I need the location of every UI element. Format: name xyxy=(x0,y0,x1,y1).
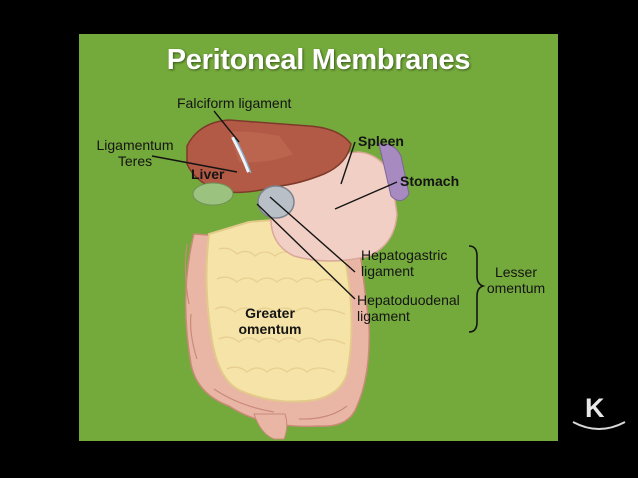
slide-title: Peritoneal Membranes xyxy=(166,44,471,76)
label-lesser-omentum: Lesser omentum xyxy=(486,264,546,296)
label-hepatogastric-ligament: Hepatogastric ligament xyxy=(361,247,448,279)
logo-letter: K xyxy=(585,393,605,423)
slide: Peritoneal Membranes xyxy=(79,34,558,441)
label-liver: Liver xyxy=(191,166,225,182)
label-hepatoduodenal-ligament: Hepatoduodenal ligament xyxy=(357,292,460,324)
leader-lines xyxy=(151,110,398,300)
spleen-shape xyxy=(378,143,410,201)
gallbladder-shape xyxy=(192,182,234,206)
k-logo-icon xyxy=(572,421,626,430)
lesser-omentum-brace xyxy=(468,245,486,333)
label-stomach: Stomach xyxy=(400,173,460,189)
label-falciform-ligament: Falciform ligament xyxy=(177,95,292,111)
greater-omentum xyxy=(205,219,353,403)
falciform-ligament-shape xyxy=(231,136,251,173)
label-greater-omentum: Greater omentum xyxy=(238,305,302,337)
anatomy-illustration xyxy=(151,110,486,440)
label-ligamentum-teres: Ligamentum Teres xyxy=(96,137,174,169)
label-spleen: Spleen xyxy=(358,133,404,149)
liver-shape xyxy=(186,119,352,194)
